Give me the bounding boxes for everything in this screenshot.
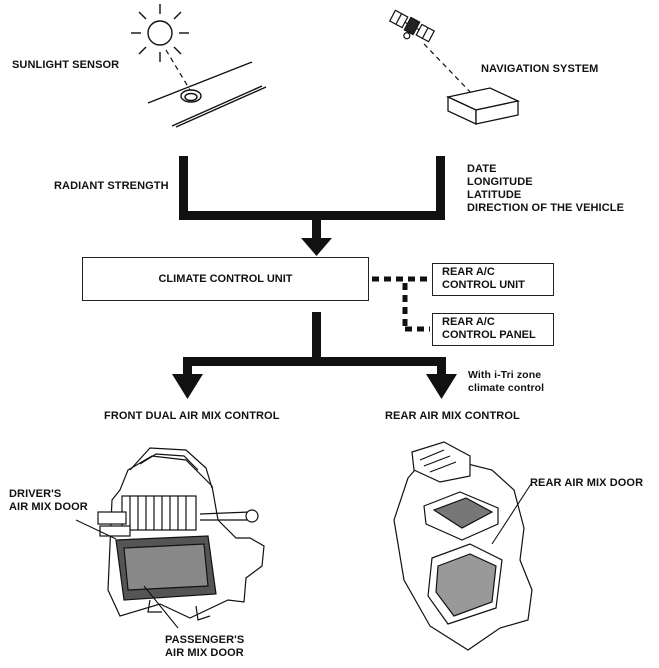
rear-ac-control-unit-line2: CONTROL UNIT	[442, 279, 525, 291]
nav-data-longitude: LONGITUDE	[467, 176, 533, 188]
arrow-to-rear-mix	[426, 374, 457, 399]
rear-link-dashes	[372, 276, 430, 332]
passengers-door-line1: PASSENGER'S	[165, 634, 245, 646]
radiant-strength-label: RADIANT STRENGTH	[54, 180, 169, 192]
flow-lines-top	[179, 156, 445, 241]
drivers-air-mix-door-label: DRIVER'S AIR MIX DOOR	[9, 488, 88, 514]
rear-ac-control-unit-box: REAR A/C CONTROL UNIT	[432, 263, 554, 296]
rear-air-mix-control-label: REAR AIR MIX CONTROL	[385, 410, 520, 422]
itri-note-line2: climate control	[468, 382, 545, 394]
passengers-air-mix-door-label: PASSENGER'S AIR MIX DOOR	[165, 634, 244, 660]
nav-data-latitude: LATITUDE	[467, 189, 522, 201]
climate-control-unit-box: CLIMATE CONTROL UNIT	[82, 257, 369, 301]
arrow-to-climate-unit	[301, 238, 332, 256]
rear-heater-unit-illustration	[393, 441, 533, 651]
navigation-system-label: NAVIGATION SYSTEM	[481, 63, 599, 75]
rear-air-mix-door-label: REAR AIR MIX DOOR	[530, 477, 644, 489]
rear-ac-control-unit-line1: REAR A/C	[442, 266, 495, 278]
rear-ac-control-panel-line2: CONTROL PANEL	[442, 329, 536, 341]
drivers-door-line1: DRIVER'S	[9, 488, 62, 500]
satellite-icon	[388, 9, 436, 43]
satellite-signal-line	[423, 43, 477, 99]
rear-ac-control-panel-box: REAR A/C CONTROL PANEL	[432, 313, 554, 346]
navigation-unit-illustration	[445, 87, 521, 126]
navigation-data-list: DATE LONGITUDE LATITUDE DIRECTION OF THE…	[467, 163, 624, 215]
nav-data-date: DATE	[467, 163, 497, 175]
sun-ray-line	[165, 49, 191, 91]
sunlight-sensor-label: SUNLIGHT SENSOR	[12, 59, 120, 71]
rear-ac-control-panel-line1: REAR A/C	[442, 316, 495, 328]
arrow-to-front-dual	[172, 374, 203, 399]
flow-lines-bottom	[183, 312, 446, 377]
climate-control-unit-label: CLIMATE CONTROL UNIT	[158, 272, 293, 285]
front-dual-air-mix-label: FRONT DUAL AIR MIX CONTROL	[104, 410, 280, 422]
leader-lines	[75, 483, 532, 629]
sun-icon	[131, 4, 189, 62]
nav-data-direction: DIRECTION OF THE VEHICLE	[467, 202, 625, 214]
dashboard-sensor-illustration	[147, 61, 267, 128]
itri-note-line1: With i-Tri zone	[468, 369, 542, 381]
front-heater-unit-illustration	[97, 447, 265, 621]
passengers-door-line2: AIR MIX DOOR	[165, 647, 244, 659]
itri-zone-note: With i-Tri zone climate control	[468, 369, 544, 395]
drivers-door-line2: AIR MIX DOOR	[9, 501, 88, 513]
